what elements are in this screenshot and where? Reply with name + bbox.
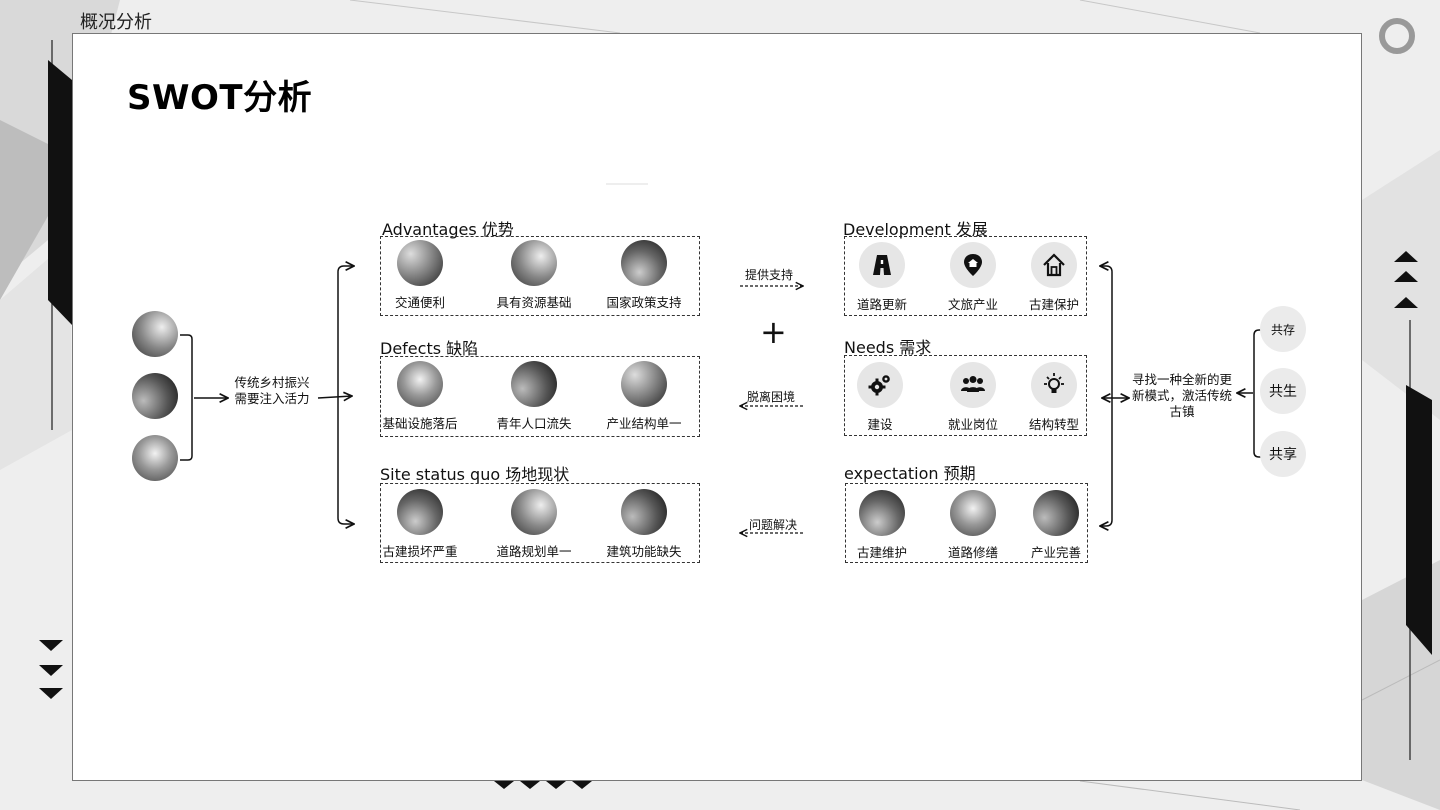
needs-header: Needs 需求 <box>844 338 932 357</box>
item-building-protection: 古建保护 <box>994 242 1114 313</box>
item-label: 青年人口流失 <box>496 416 572 431</box>
item-policy: 国家政策支持 <box>584 240 704 311</box>
left-summary-text: 传统乡村振兴需要注入活力 <box>234 375 310 406</box>
item-label: 产业结构单一 <box>606 416 682 431</box>
item-label: 道路规划单一 <box>496 544 572 559</box>
item-label: 具有资源基础 <box>496 295 572 310</box>
item-photo <box>950 490 996 536</box>
item-photo <box>511 489 557 535</box>
content-panel <box>72 33 1362 781</box>
item-employment: 就业岗位 <box>913 362 1033 433</box>
expectation-header: expectation 预期 <box>844 464 976 483</box>
item-infrastructure: 基础设施落后 <box>360 361 480 432</box>
defects-box <box>380 356 700 437</box>
development-box <box>844 236 1087 316</box>
development-header: Development 发展 <box>843 220 988 239</box>
item-photo <box>511 240 557 286</box>
item-road-repair: 道路修缮 <box>913 490 1033 561</box>
item-single-industry: 产业结构单一 <box>584 361 704 432</box>
right-summary-text: 寻找一种全新的更新模式，激活传统古镇 <box>1132 372 1233 419</box>
goal-symbiosis: 共生 <box>1260 368 1306 414</box>
site-status-box <box>380 483 700 563</box>
item-label: 道路更新 <box>856 297 907 312</box>
item-transport: 交通便利 <box>360 240 480 311</box>
advantages-header: Advantages 优势 <box>382 220 514 239</box>
lightbulb-icon <box>1031 362 1077 408</box>
map-pin-icon <box>950 242 996 288</box>
group-icon <box>950 362 996 408</box>
goal-sharing: 共享 <box>1260 431 1306 477</box>
item-missing-function: 建筑功能缺失 <box>584 489 704 560</box>
item-label: 基础设施落后 <box>382 416 458 431</box>
item-damaged-buildings: 古建损坏严重 <box>360 489 480 560</box>
item-photo <box>621 361 667 407</box>
road-icon <box>859 242 905 288</box>
item-resources: 具有资源基础 <box>474 240 594 311</box>
village-photo <box>132 311 178 357</box>
item-industry-improvement: 产业完善 <box>996 490 1116 561</box>
arrow-label-escape: 脱离困境 <box>747 390 796 404</box>
item-label: 古建维护 <box>856 545 907 560</box>
item-building-maintenance: 古建维护 <box>822 490 942 561</box>
item-label: 古建保护 <box>1028 297 1079 312</box>
plus-sign: + <box>760 313 787 351</box>
item-photo <box>397 489 443 535</box>
item-label: 就业岗位 <box>947 417 998 432</box>
item-label: 结构转型 <box>1028 417 1079 432</box>
item-label: 国家政策支持 <box>606 295 682 310</box>
item-construction: 建设 <box>820 362 940 433</box>
item-label: 道路修缮 <box>947 545 998 560</box>
defects-header: Defects 缺陷 <box>380 339 479 358</box>
item-photo <box>859 490 905 536</box>
item-label: 产业完善 <box>1030 545 1081 560</box>
item-cultural-tourism: 文旅产业 <box>913 242 1033 313</box>
item-road-planning: 道路规划单一 <box>474 489 594 560</box>
item-label: 建设 <box>867 417 893 432</box>
item-label: 古建损坏严重 <box>382 544 458 559</box>
item-road-update: 道路更新 <box>822 242 942 313</box>
arrow-label-support: 提供支持 <box>745 268 794 282</box>
item-photo <box>1033 490 1079 536</box>
page-title: SWOT分析 <box>127 78 313 118</box>
item-photo <box>621 489 667 535</box>
arrow-label-solve: 问题解决 <box>749 518 798 532</box>
item-photo <box>397 361 443 407</box>
item-label: 建筑功能缺失 <box>606 544 682 559</box>
site-status-header: Site status quo 场地现状 <box>380 465 570 484</box>
village-photo <box>132 373 178 419</box>
item-structural-transition: 结构转型 <box>994 362 1114 433</box>
section-label: 概况分析 <box>80 12 152 33</box>
expectation-box <box>845 483 1088 563</box>
item-label: 交通便利 <box>394 295 445 310</box>
gears-icon <box>857 362 903 408</box>
item-photo <box>397 240 443 286</box>
advantages-box <box>380 236 700 316</box>
item-photo <box>621 240 667 286</box>
item-youth-loss: 青年人口流失 <box>474 361 594 432</box>
item-photo <box>511 361 557 407</box>
village-photo <box>132 435 178 481</box>
item-label: 文旅产业 <box>947 297 998 312</box>
goal-coexist: 共存 <box>1260 306 1306 352</box>
house-icon <box>1031 242 1077 288</box>
needs-box <box>844 355 1087 436</box>
